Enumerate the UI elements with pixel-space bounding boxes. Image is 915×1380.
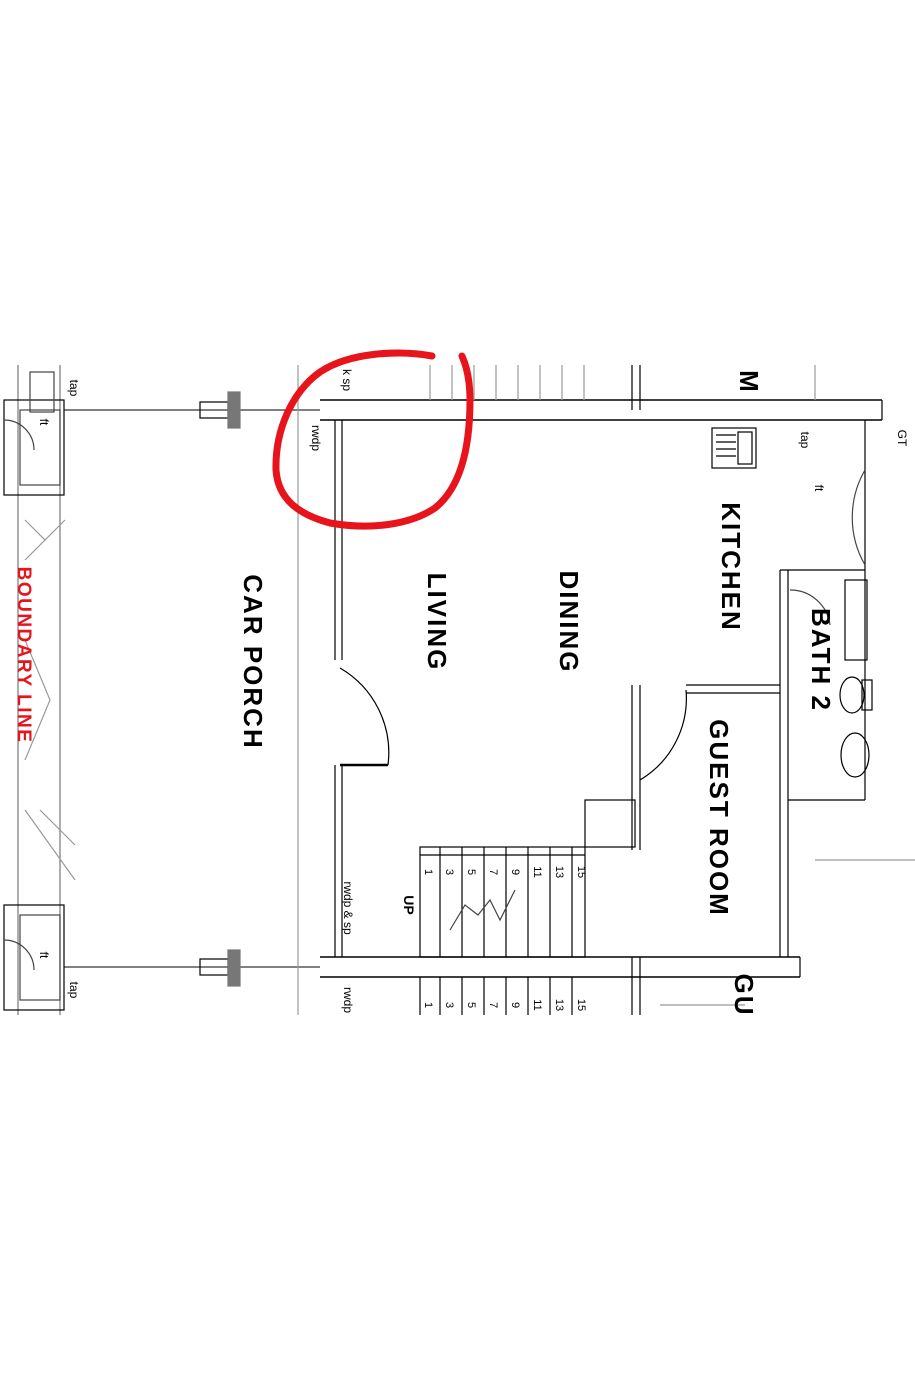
gt-label: GT: [895, 430, 909, 447]
room-cut-top: M: [734, 370, 764, 394]
toilet: [839, 676, 865, 714]
stair-number: 1: [422, 1002, 434, 1008]
bath-vanity: [844, 579, 868, 661]
room-cut-bottom: GU: [729, 974, 759, 1017]
room-car-porch: CAR PORCH: [238, 574, 268, 749]
room-living: LIVING: [422, 573, 452, 672]
ft-label-top: ft: [37, 419, 51, 426]
stair-number: 3: [443, 1002, 455, 1008]
stair-number: 11: [531, 999, 543, 1010]
stair-number: 5: [465, 869, 477, 875]
stair-number: 13: [553, 999, 565, 1011]
red-annotation-circle: [272, 349, 474, 530]
tap-label-bottom: tap: [67, 982, 81, 999]
stair-number: 5: [465, 1002, 477, 1008]
stair-number: 11: [531, 866, 543, 877]
rwdp-sp-label: rwdp & sp: [341, 881, 355, 935]
tap-label-kitchen: tap: [798, 432, 812, 449]
stair-number: 9: [509, 1002, 521, 1008]
stair-number: 9: [509, 869, 521, 875]
kitchen-sink: [711, 427, 757, 469]
k-sp-label: k sp: [340, 369, 354, 391]
stair-number: 3: [443, 869, 455, 875]
stair-number: 15: [575, 999, 587, 1011]
staircase-lower: [419, 846, 586, 958]
room-bath-2: BATH 2: [806, 608, 836, 712]
ft-label-bottom: ft: [37, 952, 51, 959]
gate-post-top: [3, 399, 65, 496]
staircase-upper: [419, 365, 585, 1015]
stair-number: 7: [487, 869, 499, 875]
stair-number: 1: [422, 869, 434, 875]
gate-post-bottom: [3, 904, 65, 1011]
ft-label-kitchen: ft: [812, 485, 826, 492]
stair-number: 15: [575, 866, 587, 878]
boundary-line-label: BOUNDARY LINE: [13, 567, 34, 744]
tap-label-top: tap: [67, 380, 81, 397]
room-kitchen: KITCHEN: [716, 502, 746, 632]
room-guest: GUEST ROOM: [704, 719, 734, 917]
stair-number: 13: [553, 866, 565, 878]
stair-up-label: UP: [401, 895, 417, 914]
rwdp-label-top: rwdp: [309, 425, 323, 451]
basin: [840, 732, 870, 778]
room-dining: DINING: [554, 571, 584, 674]
stair-number: 7: [487, 1002, 499, 1008]
rwdp-label-bottom: rwdp: [341, 987, 355, 1013]
